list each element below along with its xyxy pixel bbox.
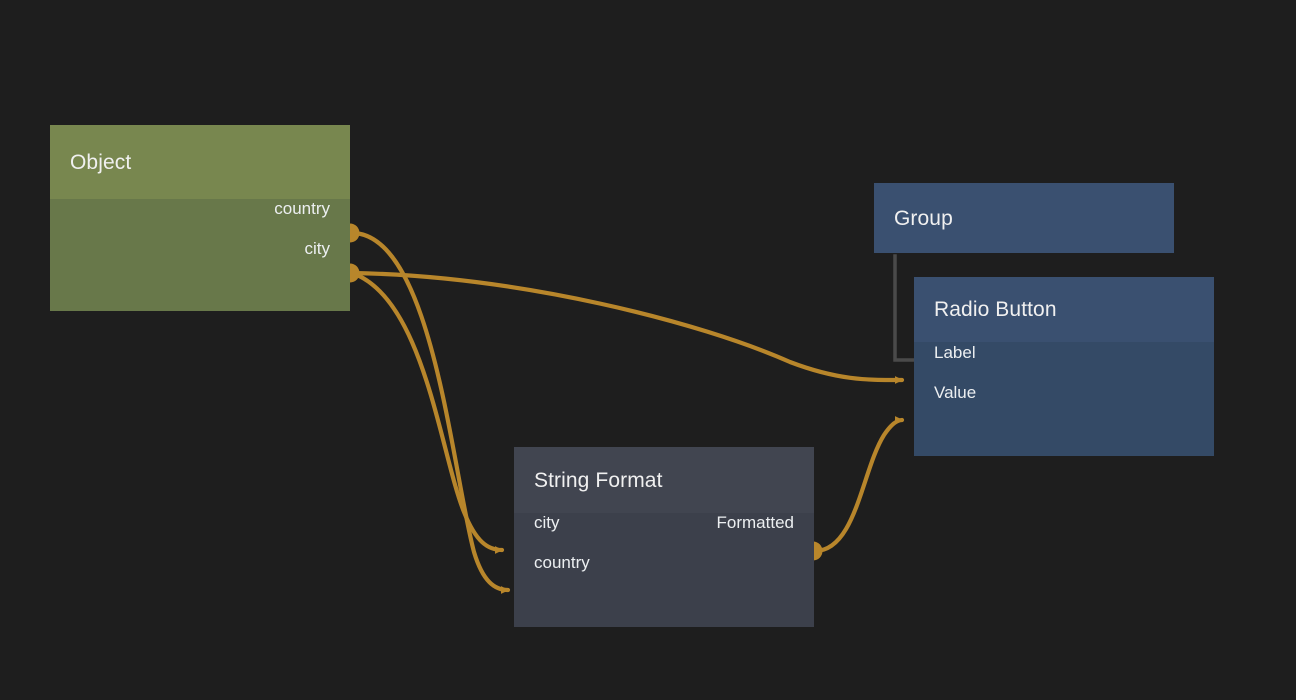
output-label-city: city [304, 238, 331, 258]
output-row-formatted[interactable]: Formatted [514, 509, 814, 535]
output-label-formatted: Formatted [716, 512, 794, 532]
node-group-header[interactable]: Group [874, 183, 1174, 253]
output-row-city[interactable]: city [50, 235, 350, 261]
output-row-country[interactable]: country [50, 195, 350, 221]
input-label-value: Value [934, 382, 977, 402]
wire-object-country-to-stringformat-country[interactable] [349, 230, 511, 594]
node-group-title: Group [894, 206, 953, 230]
node-group[interactable]: Group [874, 183, 1174, 253]
node-object[interactable]: Object country city [50, 125, 350, 311]
node-string-format[interactable]: String Format city country Formatted [514, 447, 814, 627]
wire-object-city-to-radio-label[interactable] [349, 270, 905, 384]
node-string-format-header[interactable]: String Format [514, 447, 814, 513]
input-row-value[interactable]: Value [914, 379, 1214, 405]
node-object-title: Object [70, 150, 132, 174]
node-string-format-body: city country Formatted [514, 513, 814, 627]
input-label-country: country [534, 552, 590, 572]
node-string-format-title: String Format [534, 468, 663, 492]
input-row-city[interactable]: city [514, 509, 814, 535]
input-row-label[interactable]: Label [914, 339, 1214, 365]
output-label-country: country [274, 198, 330, 218]
input-row-country[interactable]: country [514, 549, 814, 575]
node-object-body: country city [50, 199, 350, 311]
node-radio-button-title: Radio Button [934, 298, 1057, 321]
input-label-label: Label [934, 342, 976, 362]
node-radio-button-body: Label Value [914, 342, 1214, 456]
input-label-city: city [534, 512, 560, 532]
node-radio-button-header[interactable]: Radio Button [914, 277, 1214, 342]
node-radio-button[interactable]: Radio Button Label Value [914, 277, 1214, 456]
wire-object-city-to-stringformat-city[interactable] [349, 270, 505, 554]
node-object-header[interactable]: Object [50, 125, 350, 199]
wire-stringformat-formatted-to-radio-value[interactable] [812, 416, 905, 554]
